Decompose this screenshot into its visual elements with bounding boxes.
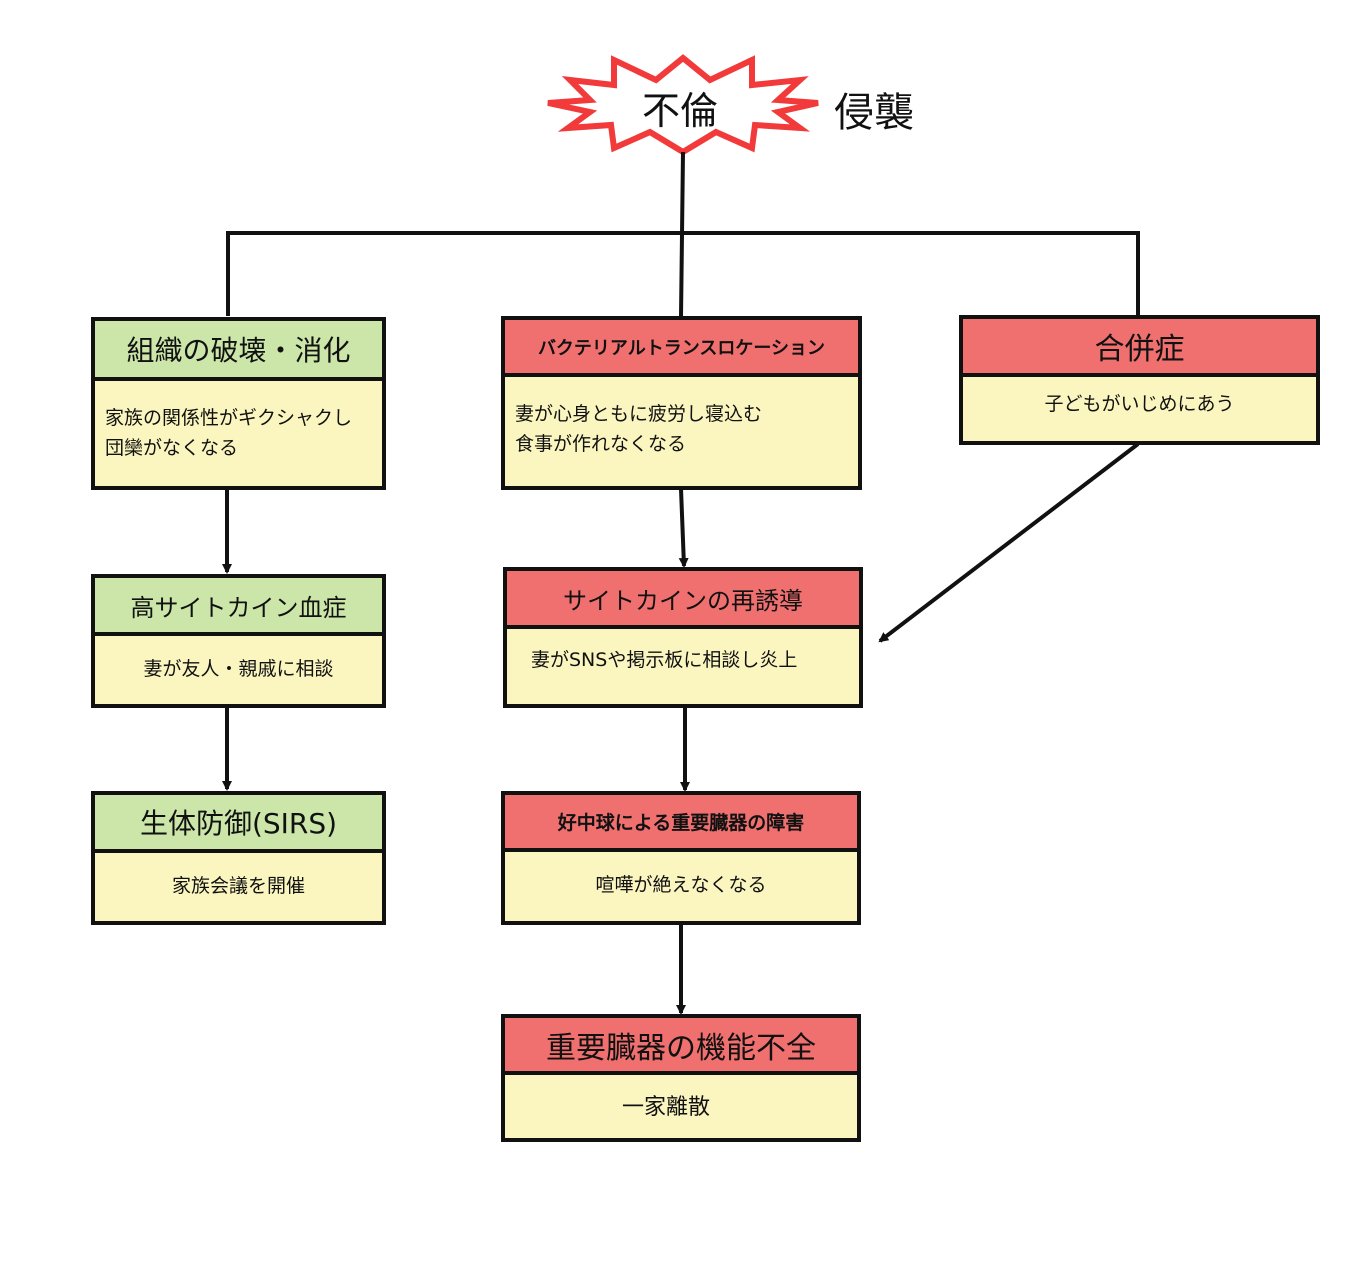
node-body: 一家離散 (505, 1075, 857, 1123)
burst-label: 不倫 (642, 89, 719, 133)
body-line: 喧嘩が絶えなくなる (595, 874, 767, 896)
node-cytokine-reinduction: サイトカインの再誘導 妻がSNSや掲示板に相談し炎上 (503, 567, 863, 708)
node-tissue-destruction: 組織の破壊・消化 家族の関係性がギクシャクし 団欒がなくなる (91, 317, 386, 490)
body-line: 妻が友人・親戚に相談 (143, 658, 334, 680)
node-neutrophil-damage: 好中球による重要臓器の障害 喧嘩が絶えなくなる (501, 791, 861, 925)
node-header: バクテリアルトランスロケーション (505, 320, 858, 377)
node-header: 組織の破壊・消化 (95, 321, 382, 381)
node-body: 喧嘩が絶えなくなる (505, 852, 857, 900)
node-header: 高サイトカイン血症 (95, 578, 382, 636)
node-body: 妻が友人・親戚に相談 (95, 636, 382, 684)
node-header: 好中球による重要臓器の障害 (505, 795, 857, 852)
body-line: 食事が作れなくなる (515, 433, 687, 455)
body-line: 家族の関係性がギクシャクし (105, 407, 353, 429)
header-text: 組織の破壊・消化 (126, 334, 351, 367)
arrow-complication-to-reinduction (878, 442, 1140, 643)
node-body: 家族会議を開催 (95, 853, 382, 901)
node-body: 妻がSNSや掲示板に相談し炎上 (507, 629, 859, 675)
node-hypercytokinemia: 高サイトカイン血症 妻が友人・親戚に相談 (91, 574, 386, 708)
body-line: 子どもがいじめにあう (1044, 393, 1235, 415)
node-complication: 合併症 子どもがいじめにあう (959, 315, 1320, 445)
node-bacterial-translocation: バクテリアルトランスロケーション 妻が心身ともに疲労し寝込む 食事が作れなくなる (501, 316, 862, 490)
body-line: 一家離散 (621, 1095, 710, 1120)
node-header: サイトカインの再誘導 (507, 571, 859, 629)
invasion-label: 侵襲 (834, 90, 914, 136)
node-header: 合併症 (963, 319, 1316, 377)
header-text: 合併症 (1094, 332, 1185, 367)
header-text: バクテリアルトランスロケーション (537, 337, 826, 359)
node-body: 家族の関係性がギクシャクし 団欒がなくなる (95, 381, 382, 463)
node-organ-failure: 重要臓器の機能不全 一家離散 (501, 1014, 861, 1142)
header-text: 高サイトカイン血症 (130, 593, 347, 622)
node-header: 重要臓器の機能不全 (505, 1018, 857, 1075)
body-line: 団欒がなくなる (105, 437, 239, 459)
body-line: 家族会議を開催 (171, 875, 305, 897)
node-body: 子どもがいじめにあう (963, 377, 1316, 419)
arrow-bacterial-to-reinduction (678, 488, 689, 568)
header-text: 重要臓器の機能不全 (546, 1030, 816, 1066)
node-sirs: 生体防御(SIRS) 家族会議を開催 (91, 791, 386, 925)
body-line: 妻が心身ともに疲労し寝込む (515, 403, 763, 425)
header-text: 好中球による重要臓器の障害 (557, 812, 805, 834)
node-body: 妻が心身ともに疲労し寝込む 食事が作れなくなる (505, 377, 858, 459)
header-text: サイトカインの再誘導 (563, 586, 803, 615)
header-text: 生体防御(SIRS) (139, 807, 338, 840)
node-header: 生体防御(SIRS) (95, 795, 382, 853)
body-line: 妻がSNSや掲示板に相談し炎上 (531, 649, 798, 671)
